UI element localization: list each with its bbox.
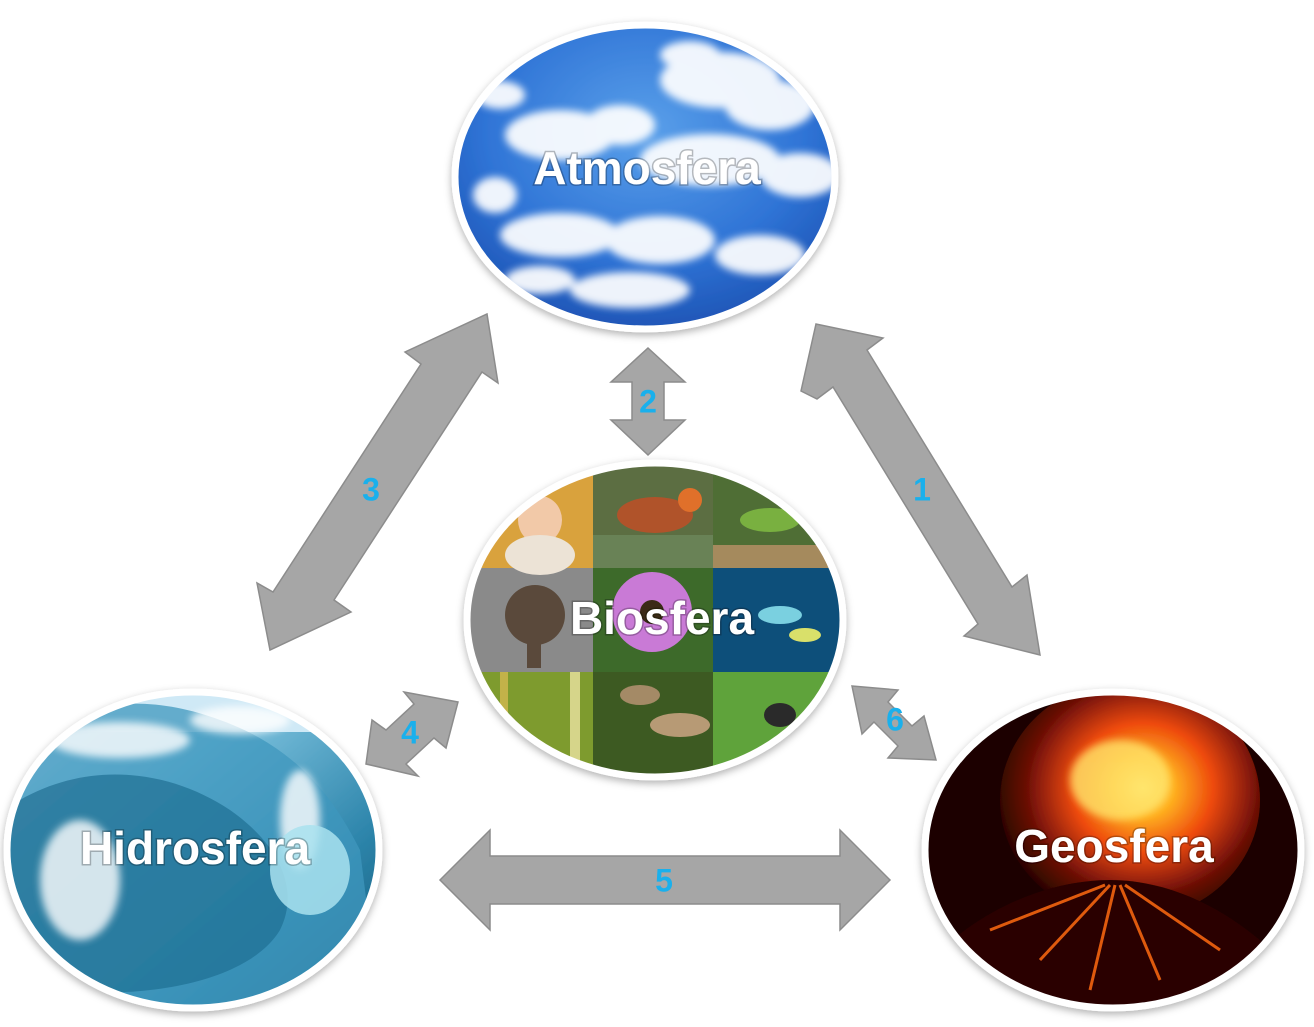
interaction-arrows bbox=[255, 312, 1041, 932]
arrow-number-6: 6 bbox=[886, 701, 904, 737]
arrow-number-4: 4 bbox=[401, 714, 419, 750]
geosphere-label: Geosfera bbox=[1014, 820, 1214, 872]
hydrosphere-sphere: Hidrosfera bbox=[3, 688, 383, 1012]
wave-image bbox=[7, 692, 379, 1008]
biosphere-label: Biosfera bbox=[570, 592, 754, 644]
biosphere-sphere: Biosfera bbox=[463, 459, 847, 781]
hydrosphere-label: Hidrosfera bbox=[80, 822, 310, 874]
arrow-3 bbox=[255, 312, 500, 652]
arrow-5 bbox=[438, 828, 892, 932]
geosphere-sphere: Geosfera bbox=[921, 688, 1305, 1012]
arrow-number-5: 5 bbox=[655, 862, 673, 898]
interaction-numbers: 1 2 3 4 5 6 bbox=[362, 383, 931, 898]
cloud-image bbox=[473, 41, 835, 308]
arrow-6 bbox=[851, 685, 937, 761]
atmosphere-label: Atmosfera bbox=[533, 142, 761, 194]
arrow-1 bbox=[800, 323, 1041, 657]
arrow-number-1: 1 bbox=[913, 471, 931, 507]
arrow-4 bbox=[365, 690, 459, 778]
arrow-2 bbox=[609, 346, 687, 457]
atmosphere-sphere: Atmosfera bbox=[451, 21, 839, 333]
arrow-number-2: 2 bbox=[639, 383, 657, 419]
arrow-number-3: 3 bbox=[362, 471, 380, 507]
volcano-image bbox=[930, 692, 1300, 1008]
